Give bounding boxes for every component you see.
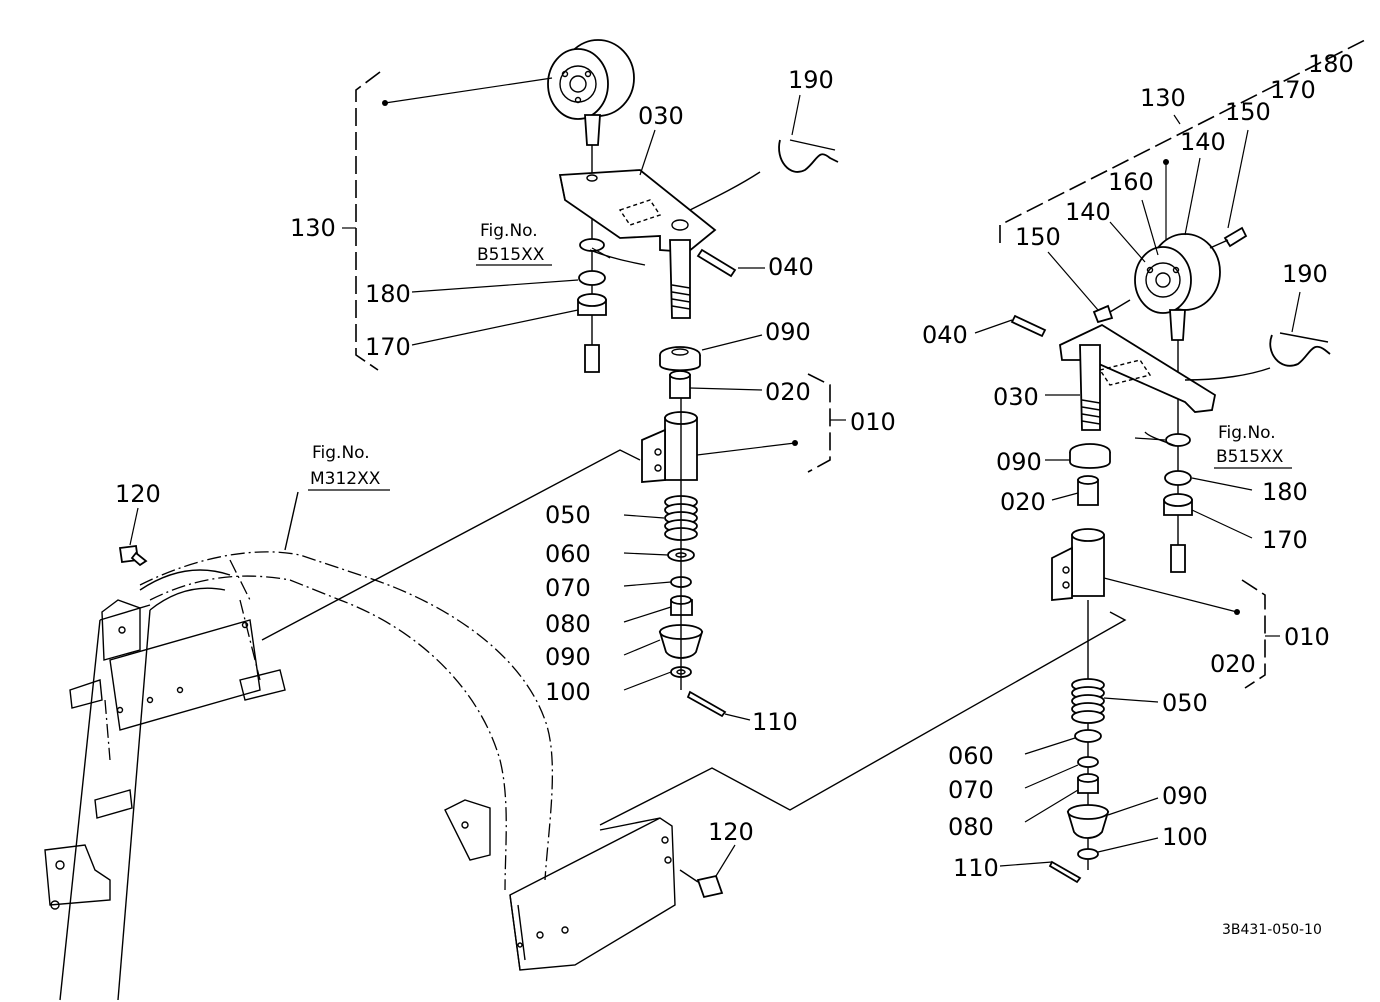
label-020-left: 020 <box>765 378 811 406</box>
label-050-right: 050 <box>1162 689 1208 717</box>
label-100-left: 100 <box>545 678 591 706</box>
nut-170-right <box>1163 493 1193 516</box>
fig-ref-word-left: Fig.No. <box>480 221 538 241</box>
label-090-left-upper: 090 <box>765 318 811 346</box>
cable-tie-right <box>1269 332 1331 367</box>
bushing-090-lower-right <box>1066 804 1110 839</box>
washer-180-right <box>1164 470 1192 486</box>
label-180-right: 180 <box>1262 478 1308 506</box>
fig-ref-b515-left: B515XX <box>477 245 545 265</box>
label-030-right: 030 <box>993 383 1039 411</box>
label-110-left: 110 <box>752 708 798 736</box>
label-100-right: 100 <box>1162 823 1208 851</box>
label-170-right-top: 170 <box>1270 76 1316 104</box>
bolt-120-upper <box>118 544 148 567</box>
collar-020-left <box>669 370 691 399</box>
rops-frame <box>44 551 676 1001</box>
label-020-right: 020 <box>1000 488 1046 516</box>
label-170-right: 170 <box>1262 526 1308 554</box>
pin-040-right <box>1010 314 1047 338</box>
label-160-right: 160 <box>1108 168 1154 196</box>
hinge-body-right <box>1051 528 1105 601</box>
label-130-right: 130 <box>1140 84 1186 112</box>
ring-070-right <box>1077 756 1099 768</box>
label-090-right-lower: 090 <box>1162 782 1208 810</box>
pin-040-left <box>696 248 737 278</box>
label-140-right-upper: 140 <box>1180 128 1226 156</box>
label-110-right: 110 <box>953 854 999 882</box>
hinge-body-left <box>641 411 698 483</box>
label-090-right-upper: 090 <box>996 448 1042 476</box>
label-170-left: 170 <box>365 333 411 361</box>
nut-080-right <box>1077 773 1099 794</box>
leader-lines <box>129 77 1301 877</box>
label-070-left: 070 <box>545 574 591 602</box>
label-120-upper: 120 <box>115 480 161 508</box>
callout-labels: 130 180 170 030 190 040 090 020 010 050 … <box>115 50 1354 882</box>
bushing-090-upper-left <box>659 346 701 372</box>
label-040-right: 040 <box>922 321 968 349</box>
screw-150-lower-right <box>1092 299 1131 324</box>
cable-tie-left <box>778 139 839 173</box>
label-010-left: 010 <box>850 408 896 436</box>
cotter-pin-110-left <box>686 690 727 718</box>
label-090-left-lower: 090 <box>545 643 591 671</box>
label-080-right: 080 <box>948 813 994 841</box>
screw-150-upper-right <box>1209 226 1248 249</box>
fig-ref-b515-right: B515XX <box>1216 447 1284 467</box>
label-180-left: 180 <box>365 280 411 308</box>
washer-060-right <box>1074 729 1102 743</box>
label-150-right-lower: 150 <box>1015 223 1061 251</box>
label-080-left: 080 <box>545 610 591 638</box>
label-070-right: 070 <box>948 776 994 804</box>
nut-170-left <box>577 293 607 316</box>
bushing-090-upper-right <box>1069 443 1111 469</box>
left-lamp-assembly <box>118 39 839 899</box>
label-010-right: 010 <box>1284 623 1330 651</box>
figure-references: Fig.No. B515XX Fig.No. M312XX Fig.No. B5… <box>308 221 1322 938</box>
bolt-120-lower <box>679 869 724 899</box>
fig-ref-word-right: Fig.No. <box>1218 423 1276 443</box>
label-060-left: 060 <box>545 540 591 568</box>
washer-100-right <box>1077 848 1099 860</box>
diagram-code: 3B431-050-10 <box>1222 922 1322 938</box>
label-190-right: 190 <box>1282 260 1328 288</box>
lamp-bracket-left <box>558 169 717 253</box>
label-130-left: 130 <box>290 214 336 242</box>
label-060-right: 060 <box>948 742 994 770</box>
fig-ref-m312: M312XX <box>310 469 381 489</box>
washer-180-left <box>578 270 606 286</box>
label-150-right-upper: 150 <box>1225 98 1271 126</box>
fig-ref-word-mid: Fig.No. <box>312 443 370 463</box>
collar-020-right <box>1077 475 1099 506</box>
label-190-left: 190 <box>788 66 834 94</box>
label-140-right-lower: 140 <box>1065 198 1111 226</box>
label-040-left: 040 <box>768 253 814 281</box>
label-120-lower: 120 <box>708 818 754 846</box>
label-030-left: 030 <box>638 102 684 130</box>
work-lamp-right <box>1134 233 1221 341</box>
label-020-right-bracket: 020 <box>1210 650 1256 678</box>
work-lamp-left <box>547 39 635 146</box>
cotter-pin-110-right <box>1048 860 1082 884</box>
right-lamp-assembly <box>999 39 1366 884</box>
spring-050-right <box>1071 678 1105 724</box>
label-180-right-top: 180 <box>1308 50 1354 78</box>
label-050-left: 050 <box>545 501 591 529</box>
